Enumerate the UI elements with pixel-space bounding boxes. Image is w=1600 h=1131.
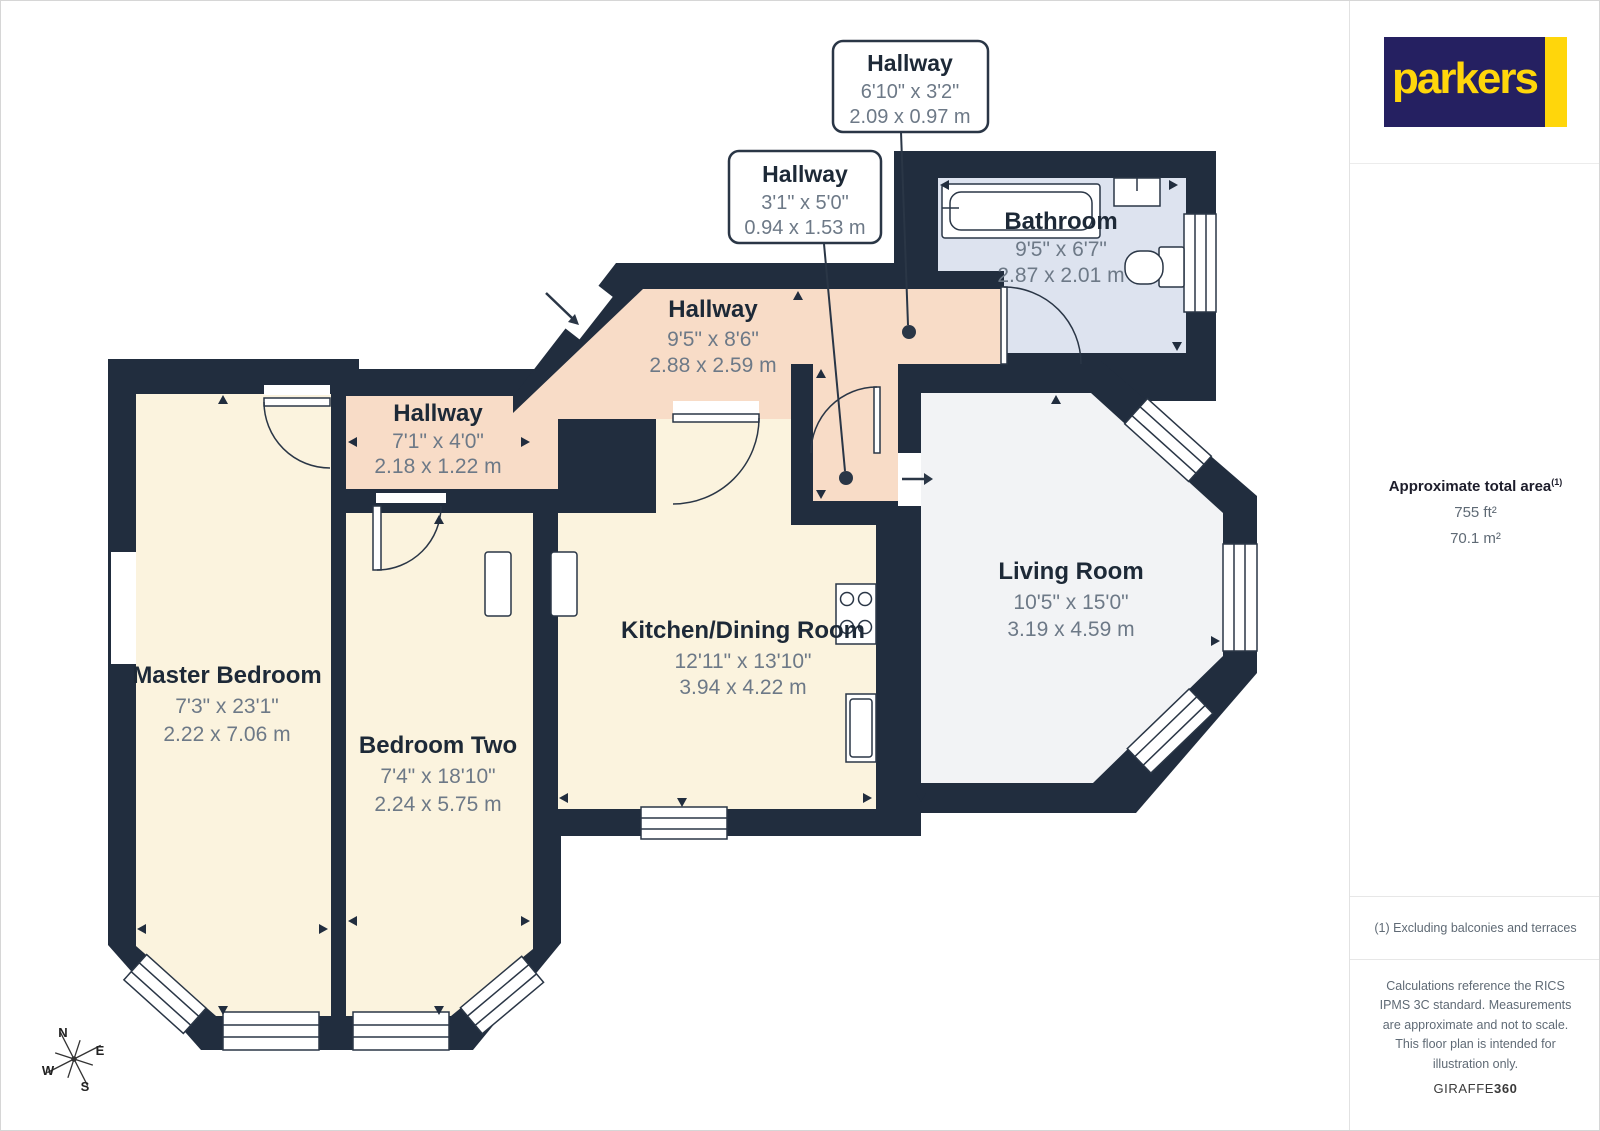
total-area-m: 70.1 m² [1450,530,1501,547]
floor-kitchen [558,419,876,809]
callout-dim-imperial: 3'1" x 5'0" [761,192,848,214]
parkers-logo: parkers [1384,37,1567,127]
compass-east: E [96,1043,105,1058]
room-dim-metric: 2.87 x 2.01 m [997,264,1124,287]
door-bathroom [1000,286,1082,365]
room-title: Bathroom [1004,208,1117,235]
wardrobe-icon [484,551,578,617]
kitchen-sink-icon [845,693,877,763]
room-dim-imperial: 7'4" x 18'10" [380,765,495,788]
room-label-bedroom-two: Bedroom Two 7'4" x 18'10" 2.24 x 5.75 m [359,732,517,816]
sidebar: parkers Approximate total area(1) 755 ft… [1349,1,1599,1130]
room-dim-imperial: 9'5" x 6'7" [1015,238,1107,261]
room-floors [136,178,1223,1016]
living-room-arrow-icon [902,473,933,485]
room-title: Bedroom Two [359,732,517,759]
floor-bedroom-two [346,513,533,1016]
window-living-bay-upper [1123,397,1213,483]
room-dim-metric: 2.88 x 2.59 m [649,354,776,377]
fixtures [484,177,1185,763]
total-area-title: Approximate total area(1) [1350,477,1599,495]
window-bathroom-right [1183,213,1217,313]
floorplan-canvas: Hallway 6'10" x 3'2" 2.09 x 0.97 m Hallw… [42,39,1258,1094]
window-master-left-recess [111,552,136,664]
windows [111,213,1258,1051]
window-bedroom-two-bay-diagonal [459,955,545,1035]
callout-dim-metric: 0.94 x 1.53 m [744,217,865,239]
floor-hallway [346,289,1004,501]
door-kitchen [672,401,760,505]
room-title: Hallway [393,400,483,427]
giraffe360-credit-bold: 360 [1494,1081,1518,1096]
room-title: Living Room [998,558,1143,585]
room-dim-metric: 3.19 x 4.59 m [1007,618,1134,641]
total-area-superscript: (1) [1551,477,1563,487]
door-master-bedroom [263,385,331,469]
entrance-arrow-icon [545,292,579,325]
bathtub-icon [941,183,1101,239]
floor-living-room [921,393,1223,783]
room-dim-metric: 2.22 x 7.06 m [163,723,290,746]
callout-title: Hallway [867,50,953,76]
room-label-hallway-small: Hallway 7'1" x 4'0" 2.18 x 1.22 m [374,400,501,478]
total-area-block: Approximate total area(1) 755 ft² 70.1 m… [1350,477,1599,547]
room-dim-metric: 2.24 x 5.75 m [374,793,501,816]
measure-arrows [137,180,1220,1015]
footnote: (1) Excluding balconies and terraces [1350,896,1599,960]
callout-dim-metric: 2.09 x 0.97 m [849,106,970,128]
window-kitchen-bottom [640,806,728,840]
room-label-living-room: Living Room 10'5" x 15'0" 3.19 x 4.59 m [998,558,1143,641]
room-dim-imperial: 9'5" x 8'6" [667,328,759,351]
room-dim-metric: 2.18 x 1.22 m [374,455,501,478]
compass-icon: N E W S [42,1025,105,1094]
callout-leaders [823,131,916,485]
window-living-bay-lower [1126,687,1214,775]
room-dim-imperial: 10'5" x 15'0" [1013,591,1128,614]
disclaimer: Calculations reference the RICS IPMS 3C … [1379,979,1572,1071]
callout-title: Hallway [762,161,848,187]
sidebar-logo-section: parkers [1350,1,1599,164]
doors [263,268,1082,571]
room-title: Kitchen/Dining Room [621,617,865,644]
entrance-opening [543,268,613,340]
giraffe360-credit-regular: GIRAFFE [1433,1081,1495,1096]
sink-icon [1113,177,1161,207]
room-label-hallway-main: Hallway 9'5" x 8'6" 2.88 x 2.59 m [649,296,776,377]
room-dim-metric: 3.94 x 4.22 m [679,676,806,699]
window-master-bay-diagonal [122,953,208,1035]
hob-icon [835,583,877,645]
parkers-logo-bar [1545,37,1567,127]
compass-north: N [58,1025,67,1040]
toilet-icon [1124,246,1185,288]
room-dim-imperial: 7'3" x 23'1" [175,695,279,718]
callout-dim-imperial: 6'10" x 3'2" [861,81,960,103]
door-hallway-strip [810,386,881,454]
room-dim-imperial: 12'11" x 13'10" [675,650,812,673]
callout-hallway-top: Hallway 6'10" x 3'2" 2.09 x 0.97 m [831,39,990,134]
room-label-bathroom: Bathroom 9'5" x 6'7" 2.87 x 2.01 m [997,208,1124,287]
giraffe360-credit: GIRAFFE360 [1350,1081,1599,1096]
room-title: Master Bedroom [132,662,321,689]
room-label-master-bedroom: Master Bedroom 7'3" x 23'1" 2.22 x 7.06 … [132,662,321,746]
total-area-title-text: Approximate total area [1388,478,1552,495]
window-bedroom-two-bottom [352,1011,450,1051]
room-dim-imperial: 7'1" x 4'0" [392,430,484,453]
compass-south: S [81,1079,90,1094]
window-living-bay-right [1222,543,1258,652]
compass-west: W [42,1063,55,1078]
callout-hallway-mid: Hallway 3'1" x 5'0" 0.94 x 1.53 m [727,149,883,245]
room-title: Hallway [668,296,758,323]
total-area-ft: 755 ft² [1454,504,1497,521]
parkers-logo-text: parkers [1384,37,1545,127]
floor-master-bedroom [136,394,331,1016]
room-label-kitchen: Kitchen/Dining Room 12'11" x 13'10" 3.94… [621,617,865,699]
window-master-bottom [222,1011,320,1051]
